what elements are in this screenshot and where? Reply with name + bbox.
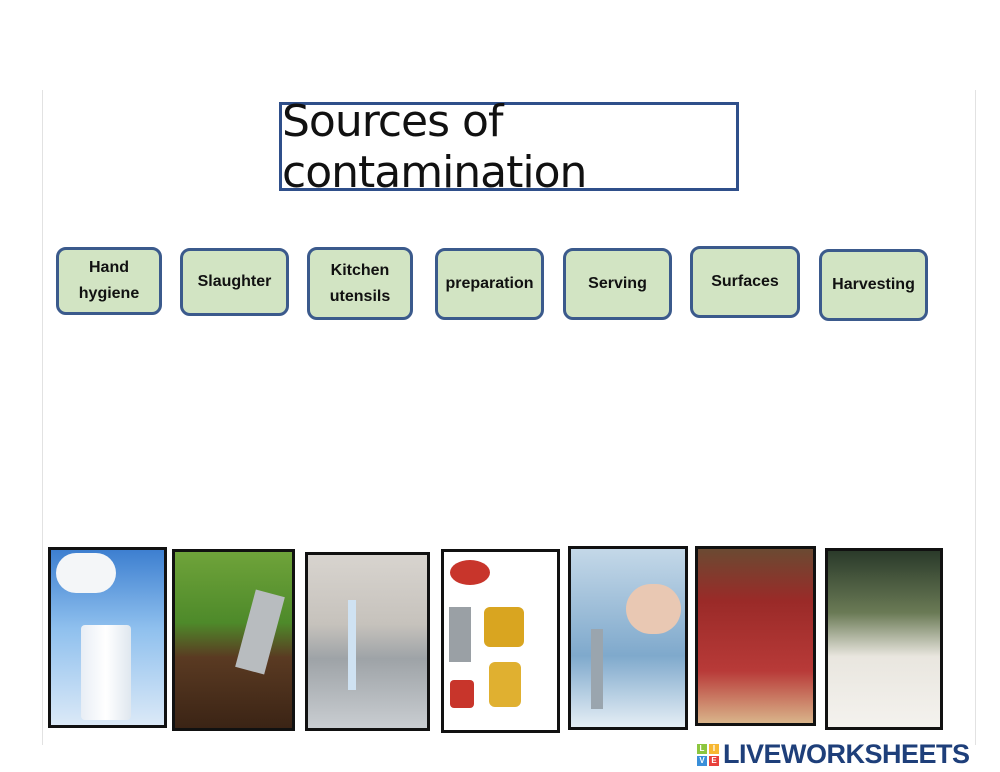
- drag-card-preparation[interactable]: preparation: [435, 248, 544, 320]
- shovel: [235, 589, 285, 675]
- milk-image[interactable]: [48, 547, 167, 728]
- handwashing-image[interactable]: [568, 546, 688, 730]
- milk-glass: [81, 625, 131, 720]
- water-stream: [348, 600, 356, 690]
- drag-card-surfaces[interactable]: Surfaces: [690, 246, 800, 318]
- drag-card-kitchen-utensils[interactable]: Kitchen utensils: [307, 247, 413, 320]
- poultry-image[interactable]: [825, 548, 943, 730]
- page-title: Sources of contamination: [279, 96, 739, 198]
- soil-shovel-image[interactable]: [172, 549, 295, 731]
- page-border-right: [975, 90, 976, 745]
- drag-card-serving[interactable]: Serving: [563, 248, 672, 320]
- raw-meat-image[interactable]: [695, 546, 816, 726]
- mug: [450, 680, 474, 708]
- drag-card-slaughter[interactable]: Slaughter: [180, 248, 289, 316]
- pan: [450, 560, 490, 585]
- milk-jug: [56, 553, 116, 593]
- kettle: [489, 662, 521, 707]
- drag-card-hand-hygiene[interactable]: Hand hygiene: [56, 247, 162, 315]
- grater: [449, 607, 471, 662]
- page-border-left: [42, 90, 43, 745]
- tap: [591, 629, 603, 709]
- utensils-image[interactable]: [441, 549, 560, 733]
- sink-image[interactable]: [305, 552, 430, 731]
- logo-text: LIVEWORKSHEETS: [723, 739, 970, 769]
- pot: [484, 607, 524, 647]
- drag-card-harvesting[interactable]: Harvesting: [819, 249, 928, 321]
- hands: [626, 584, 681, 634]
